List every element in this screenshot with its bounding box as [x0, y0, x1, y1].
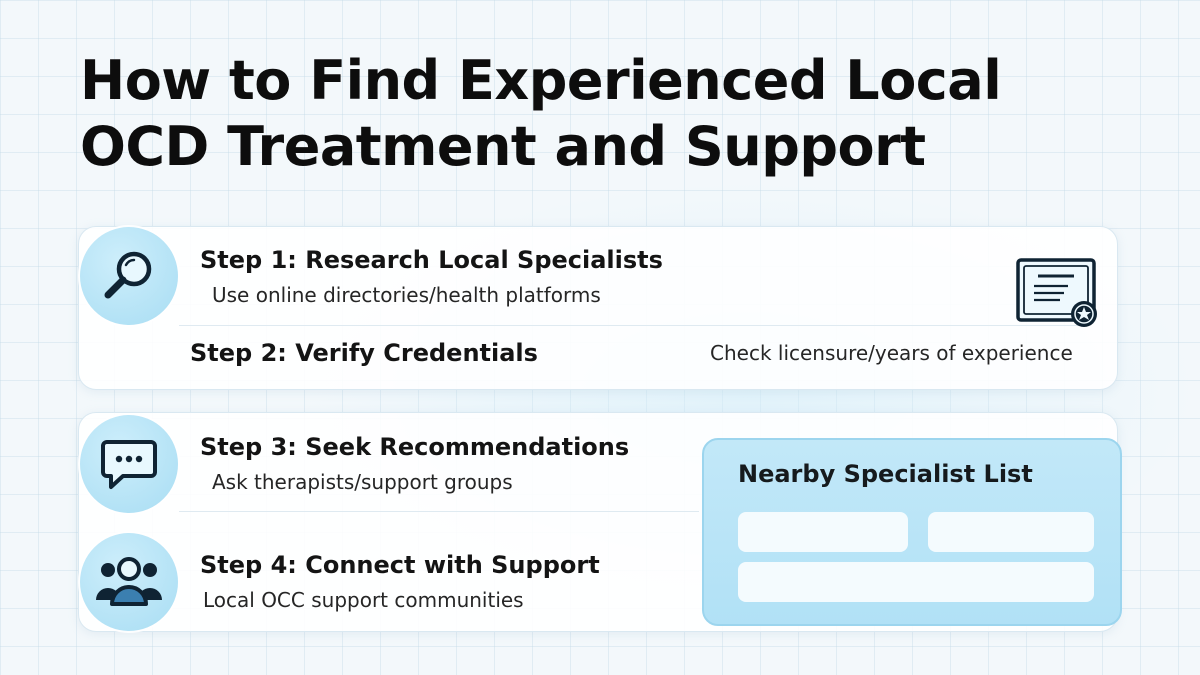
step-3-icon-circle	[80, 415, 178, 513]
chat-bubble-icon	[101, 440, 157, 489]
specialist-slot-3[interactable]	[738, 562, 1094, 602]
specialist-slot-1[interactable]	[738, 512, 908, 552]
certificate-icon	[1016, 258, 1097, 327]
step-3-subtitle: Ask therapists/support groups	[212, 470, 513, 494]
page-title: How to Find Experienced Local OCD Treatm…	[80, 48, 1080, 180]
panel-divider	[179, 325, 1079, 326]
step-4-icon-circle	[80, 533, 178, 631]
step-4-title: Step 4: Connect with Support	[200, 551, 600, 579]
group-icon	[96, 557, 162, 606]
page-title-line-1: How to Find Experienced Local	[80, 49, 1002, 112]
step-4-subtitle: Local OCC support communities	[203, 588, 524, 612]
step-2-title: Step 2: Verify Credentials	[190, 339, 538, 367]
nearby-specialist-card[interactable]: Nearby Specialist List	[702, 438, 1122, 626]
panel-divider	[179, 511, 699, 512]
specialist-slot-2[interactable]	[928, 512, 1094, 552]
nearby-specialist-title: Nearby Specialist List	[738, 460, 1033, 488]
page-title-line-2: OCD Treatment and Support	[80, 115, 926, 178]
step-3-title: Step 3: Seek Recommendations	[200, 433, 630, 461]
step-2-subtitle: Check licensure/years of experience	[710, 341, 1073, 365]
search-icon	[104, 251, 152, 299]
steps-panel-top	[78, 226, 1118, 390]
step-1-icon-circle	[80, 227, 178, 325]
step-1-subtitle: Use online directories/health platforms	[212, 283, 601, 307]
step-1-title: Step 1: Research Local Specialists	[200, 246, 663, 274]
